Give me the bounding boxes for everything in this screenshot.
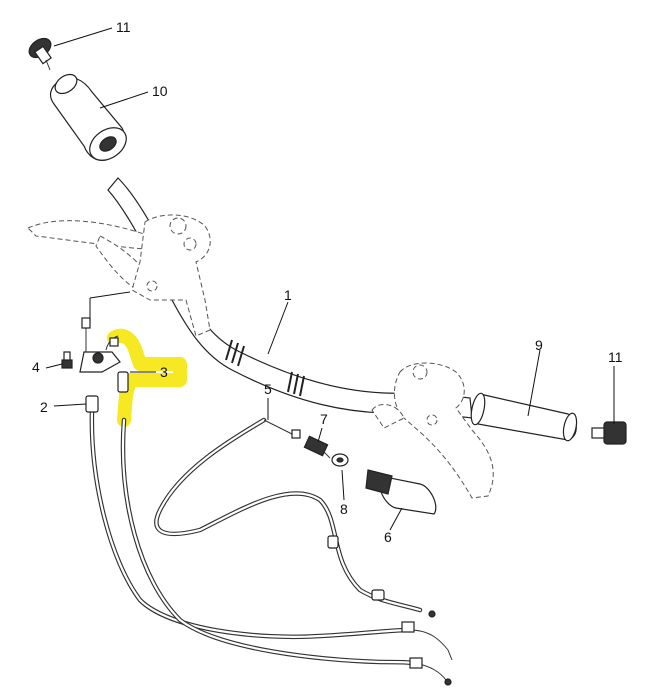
left-grip xyxy=(49,73,127,161)
throttle-sleeve-6 xyxy=(365,469,437,515)
callout-5: 5 xyxy=(264,381,272,397)
washer-8 xyxy=(331,453,349,467)
cable-5 xyxy=(154,417,436,618)
callout-7: 7 xyxy=(320,411,328,427)
callout-10: 10 xyxy=(152,83,168,99)
callout-9: 9 xyxy=(535,337,543,353)
right-lever-assembly xyxy=(371,362,494,499)
throttle-cables xyxy=(85,371,453,686)
callout-6: 6 xyxy=(384,529,392,545)
callout-11-left: 11 xyxy=(116,19,131,35)
bar-end-right xyxy=(591,421,627,445)
callout-4: 4 xyxy=(32,359,40,375)
leader-lines xyxy=(45,27,615,531)
callout-labels: 11 10 1 9 11 4 3 2 5 7 8 6 xyxy=(32,19,623,545)
callout-3: 3 xyxy=(160,364,168,380)
screw-4 xyxy=(61,351,73,369)
callout-8: 8 xyxy=(340,501,348,517)
callout-1: 1 xyxy=(284,287,292,303)
adjuster-7 xyxy=(303,435,331,459)
left-lever-assembly xyxy=(27,214,211,337)
bar-end-left xyxy=(28,37,52,71)
callout-2: 2 xyxy=(40,399,48,415)
throttle-housing xyxy=(79,317,121,373)
callout-11-right: 11 xyxy=(608,349,623,365)
part-3-highlight xyxy=(107,328,187,427)
right-grip xyxy=(470,392,578,442)
